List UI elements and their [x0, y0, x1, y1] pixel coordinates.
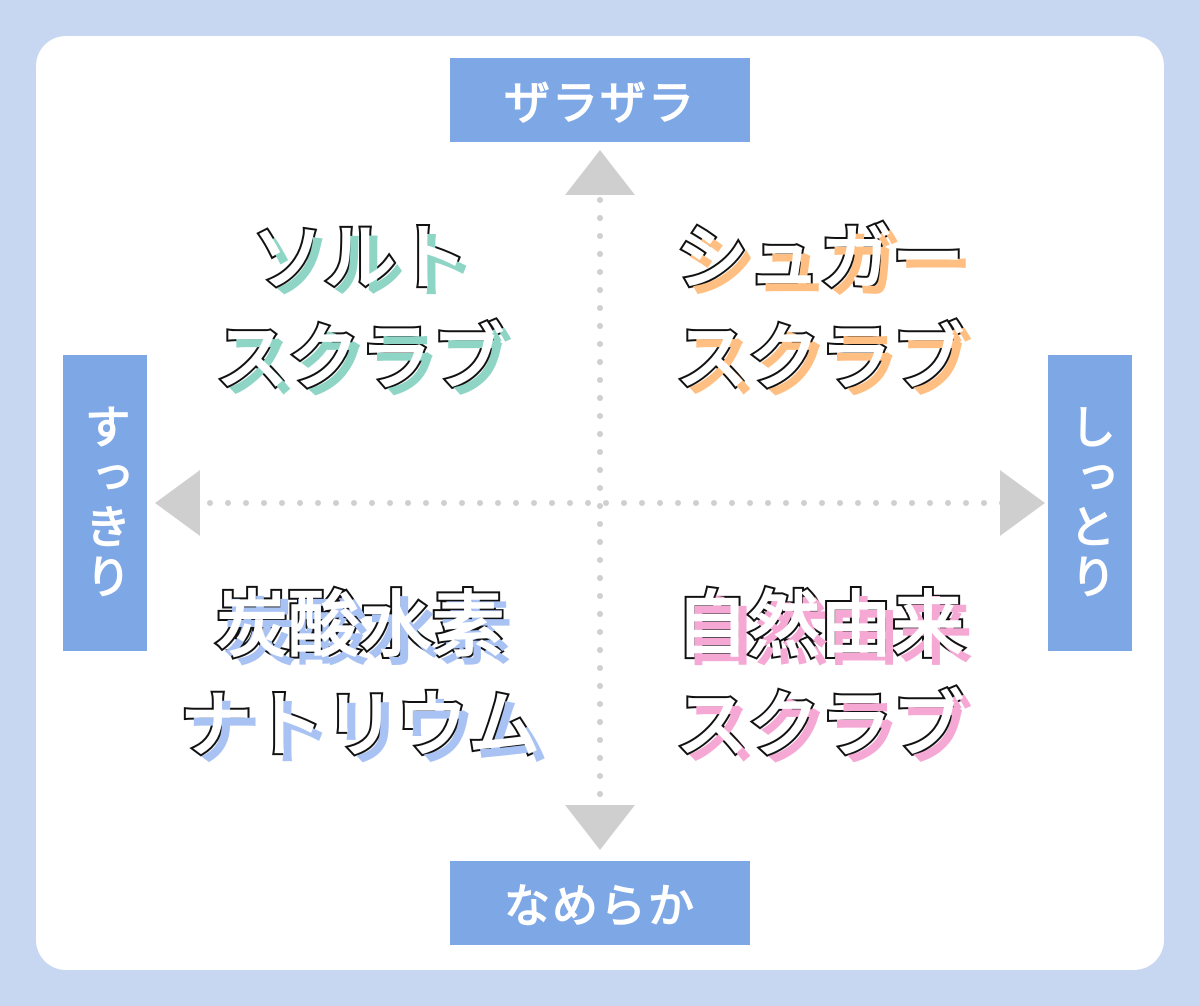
quadrant-bottom-left-line1: 炭酸水素	[214, 581, 506, 669]
quadrant-top-right: シュガー スクラブ	[570, 208, 1070, 408]
quadrant-bottom-right-line2: スクラブ	[674, 681, 966, 769]
quadrant-bottom-left-line2: ナトリウム	[178, 681, 542, 769]
arrow-left-icon	[155, 470, 200, 536]
quadrant-top-left-line1: ソルト	[250, 214, 470, 302]
quadrant-top-right-line1: シュガー	[674, 214, 966, 302]
quadrant-top-left-line2: スクラブ	[214, 314, 506, 402]
arrow-down-icon	[565, 805, 635, 850]
quadrant-top-right-line2: スクラブ	[674, 314, 966, 402]
axis-label-left: すっきり	[63, 355, 147, 651]
quadrant-bottom-right-line1: 自然由来	[674, 581, 966, 669]
quadrant-bottom-left: 炭酸水素 ナトリウム	[110, 575, 610, 775]
axis-label-right: しっとり	[1048, 355, 1132, 651]
axis-label-top: ザラザラ	[450, 58, 750, 142]
arrow-right-icon	[1000, 470, 1045, 536]
quadrant-top-left: ソルト スクラブ	[110, 208, 610, 408]
quadrant-bottom-right: 自然由来 スクラブ	[570, 575, 1070, 775]
axis-label-bottom: なめらか	[450, 861, 750, 945]
arrow-up-icon	[565, 150, 635, 195]
